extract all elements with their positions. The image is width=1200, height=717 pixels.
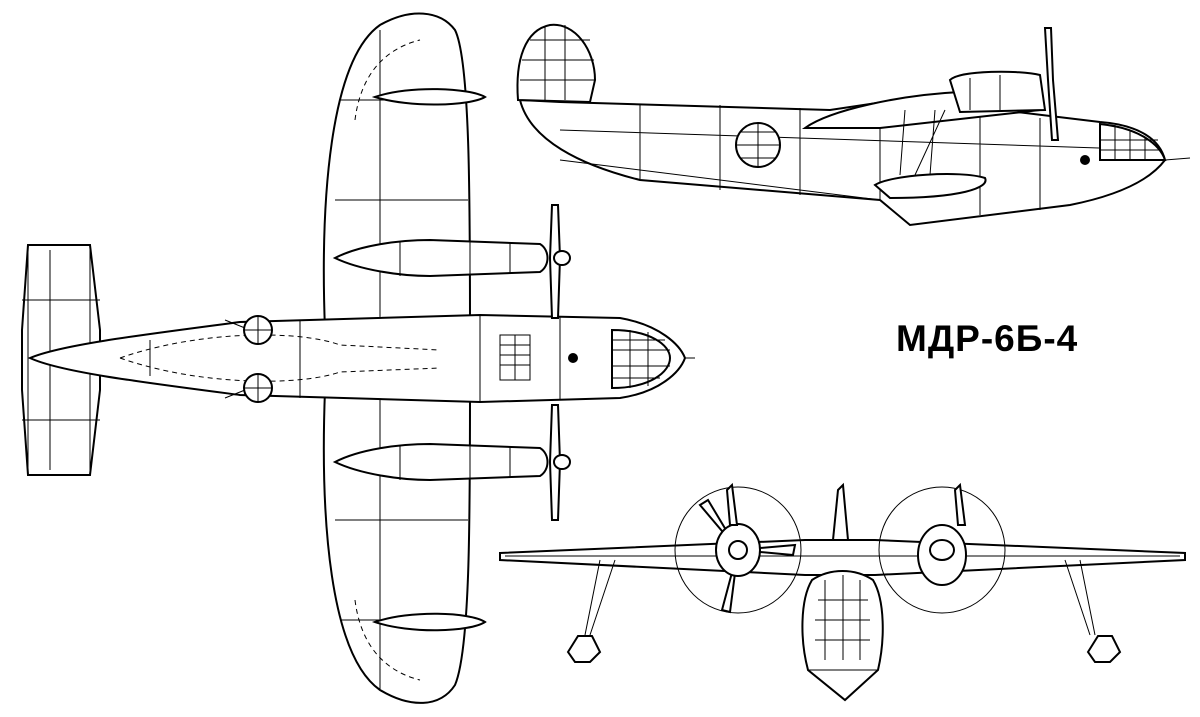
side-view-fin xyxy=(516,23,597,104)
front-view xyxy=(499,482,1186,702)
top-view-nacelle-left xyxy=(332,238,549,278)
side-view-propeller xyxy=(1043,27,1060,141)
front-view-propeller-disc-left xyxy=(674,486,802,614)
side-view-hull xyxy=(518,93,1167,227)
front-view-float-left xyxy=(566,635,602,663)
top-view-nacelle-right xyxy=(332,442,549,482)
top-view-fuselage xyxy=(27,313,687,404)
front-view-wing xyxy=(499,539,1186,576)
front-view-float-right xyxy=(1086,635,1122,663)
front-view-propeller-disc-right xyxy=(878,486,1006,614)
side-view-float xyxy=(873,173,987,200)
side-view xyxy=(516,23,1191,227)
top-view xyxy=(21,12,695,704)
aircraft-designation-label: МДР-6Б-4 xyxy=(896,318,1079,359)
